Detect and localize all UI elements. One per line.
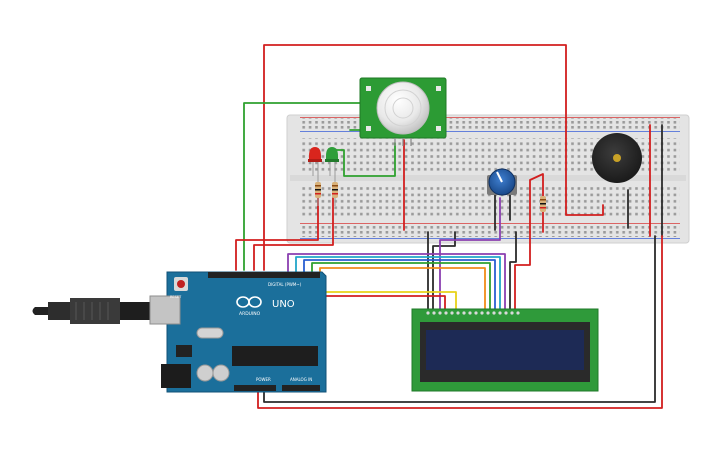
wire-purple-contrast bbox=[439, 197, 501, 311]
usb-plug-icon bbox=[32, 298, 152, 324]
digital-header[interactable] bbox=[208, 272, 320, 278]
pir-motion-sensor[interactable] bbox=[359, 77, 447, 146]
lcd-screen-icon bbox=[426, 330, 584, 370]
piezo-buzzer[interactable] bbox=[592, 133, 642, 183]
wire-blue-d bbox=[303, 259, 496, 311]
wire-cyan-d bbox=[295, 256, 501, 311]
arduino-uno[interactable]: UNO ARDUINO DIGITAL (PWM~) POWER ANALOG … bbox=[32, 271, 327, 393]
wire-red-5v-top bbox=[263, 44, 604, 271]
analog-header[interactable] bbox=[282, 385, 320, 391]
arduino-brand-label: ARDUINO bbox=[239, 311, 261, 317]
red-led[interactable] bbox=[308, 147, 322, 176]
potentiometer[interactable] bbox=[487, 168, 517, 196]
power-header[interactable] bbox=[234, 385, 276, 391]
wire-green-d bbox=[311, 262, 491, 311]
power-jack[interactable] bbox=[161, 364, 191, 388]
reset-label: RESET bbox=[170, 295, 182, 299]
arduino-uno-label: UNO bbox=[272, 299, 295, 310]
resistor-right[interactable] bbox=[540, 196, 546, 212]
green-led[interactable] bbox=[325, 147, 339, 176]
wire-red-led bbox=[235, 197, 319, 271]
wire-black-bottom bbox=[263, 235, 656, 403]
lcd-pin-header bbox=[426, 311, 520, 315]
atmega-chip bbox=[232, 346, 318, 366]
analog-header-label: ANALOG IN bbox=[290, 377, 312, 382]
breadboard-bottom-rail bbox=[300, 225, 680, 237]
wire-orange-rs bbox=[319, 267, 486, 311]
wire-red-bottom bbox=[257, 235, 663, 409]
wire-purple-d bbox=[287, 253, 506, 311]
digital-header-label: DIGITAL (PWM~) bbox=[268, 282, 302, 287]
resistor-green-led[interactable] bbox=[332, 176, 338, 206]
power-header-label: POWER bbox=[256, 377, 271, 382]
wire-red-en bbox=[315, 281, 446, 311]
lcd-16x2[interactable] bbox=[411, 308, 599, 392]
resistor-red-led[interactable] bbox=[315, 176, 321, 206]
breadboard-top-rail bbox=[300, 118, 680, 130]
arduino-infinity-logo bbox=[236, 296, 262, 308]
